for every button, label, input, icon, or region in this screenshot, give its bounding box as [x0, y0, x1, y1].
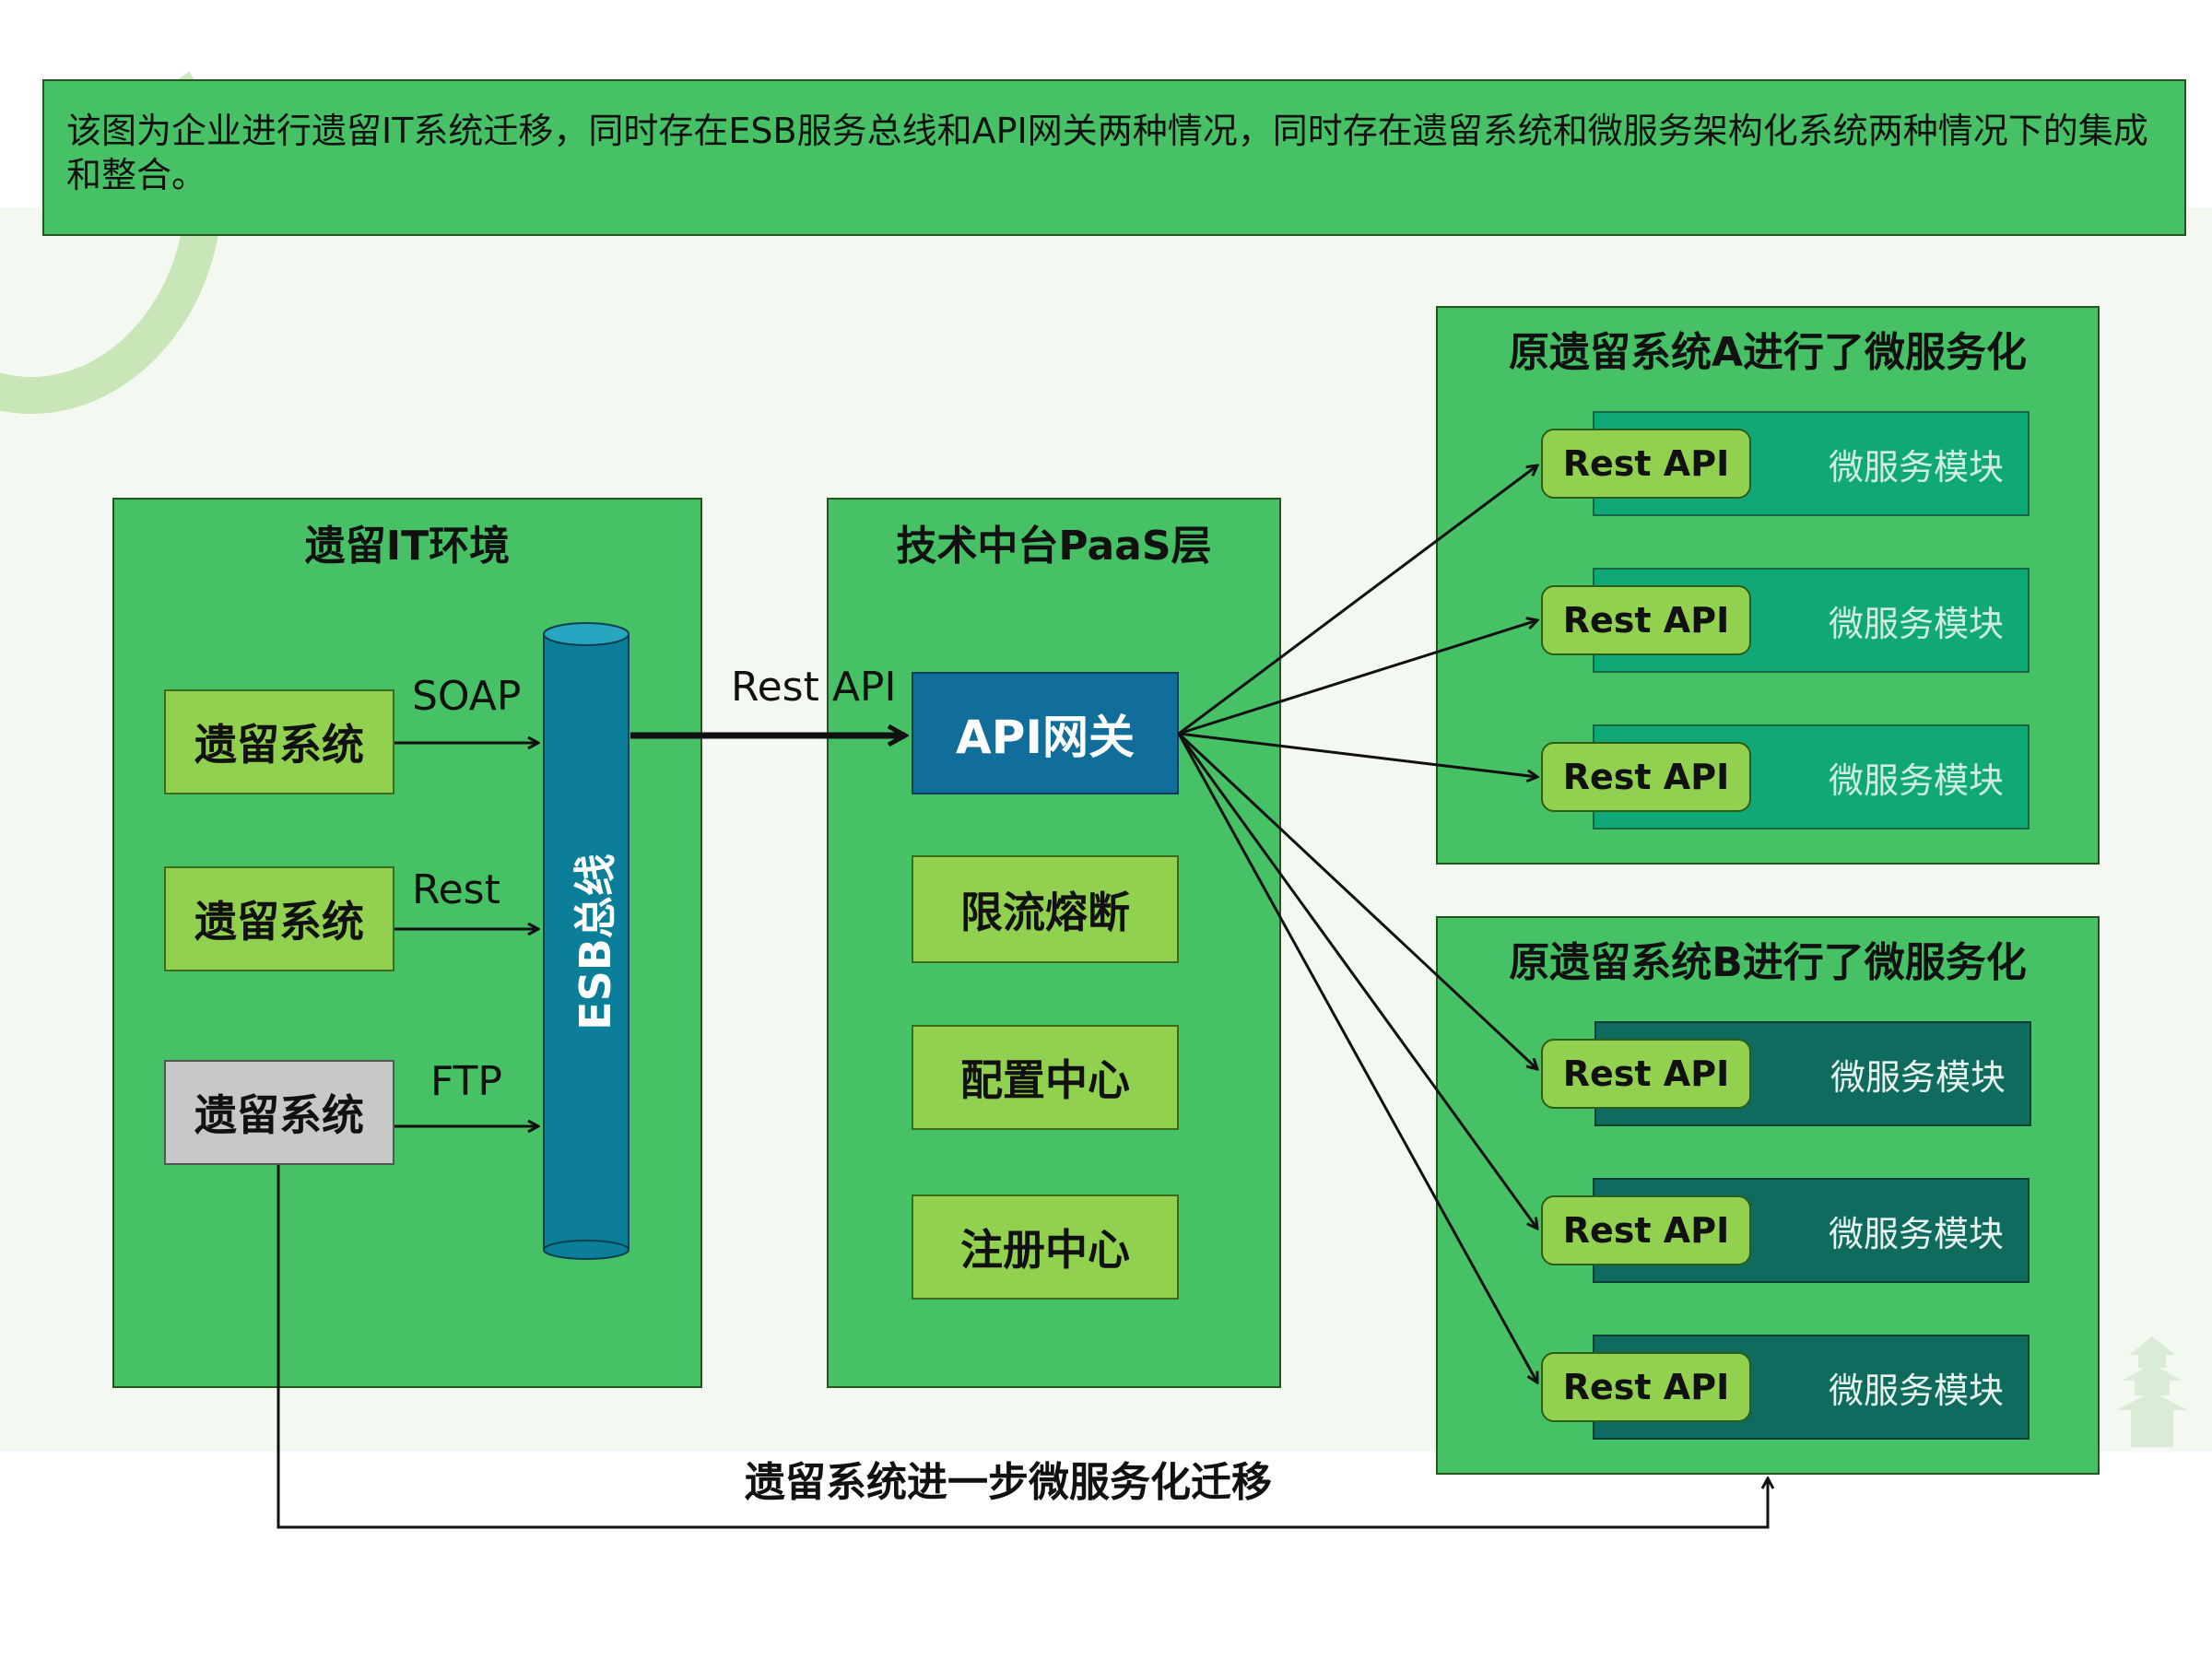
legacy-system-3[interactable]: 遗留系统: [164, 1060, 394, 1165]
paas-panel-title: 技术中台PaaS层: [896, 523, 1212, 570]
legacy-system-1[interactable]: 遗留系统: [164, 689, 394, 794]
esb-bus-cylinder[interactable]: [543, 622, 629, 1260]
protocol-label-rest: Rest: [412, 866, 500, 913]
description-banner: 该图为企业进行遗留IT系统迁移，同时存在ESB服务总线和API网关两种情况，同时…: [42, 79, 2186, 236]
esb-bus-label: ESB总线: [571, 853, 620, 1030]
group-b-rest-api-2[interactable]: Rest API: [1541, 1195, 1751, 1265]
group-b-panel-title: 原遗留系统B进行了微服务化: [1509, 939, 2027, 986]
group-a-rest-api-1[interactable]: Rest API: [1541, 429, 1751, 499]
rate-limit-circuit-breaker[interactable]: 限流熔断: [912, 855, 1179, 963]
group-b-rest-api-3[interactable]: Rest API: [1541, 1352, 1751, 1422]
legacy-system-2[interactable]: 遗留系统: [164, 866, 394, 971]
legacy-it-panel-title: 遗留IT环境: [304, 523, 511, 570]
description-text: 该图为企业进行遗留IT系统迁移，同时存在ESB服务总线和API网关两种情况，同时…: [66, 111, 2148, 195]
group-a-panel-title: 原遗留系统A进行了微服务化: [1508, 329, 2028, 376]
group-b-rest-api-1[interactable]: Rest API: [1541, 1039, 1751, 1109]
registry-center[interactable]: 注册中心: [912, 1194, 1179, 1300]
protocol-label-ftp: FTP: [430, 1058, 502, 1105]
protocol-label-soap: SOAP: [412, 673, 522, 720]
gateway-fanout-arrows: [1177, 465, 1537, 1382]
migration-label: 遗留系统进一步微服务化迁移: [745, 1459, 1272, 1506]
config-center[interactable]: 配置中心: [912, 1025, 1179, 1130]
migration-arrow: [276, 1165, 1768, 1529]
group-a-rest-api-2[interactable]: Rest API: [1541, 585, 1751, 655]
pagoda-watermark-icon: [2116, 1336, 2188, 1447]
group-a-rest-api-3[interactable]: Rest API: [1541, 742, 1751, 812]
api-gateway[interactable]: API网关: [912, 672, 1179, 794]
gateway-input-label: Rest API: [731, 664, 897, 711]
